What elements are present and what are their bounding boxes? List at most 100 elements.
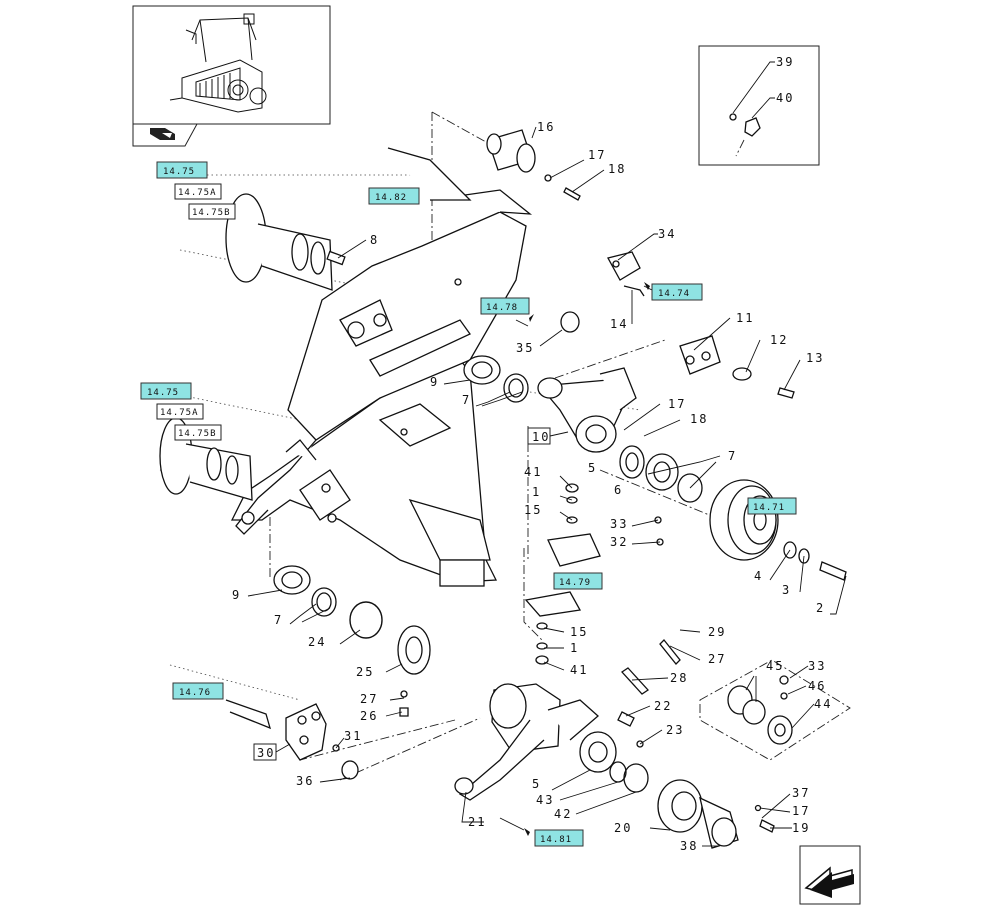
callout-7b: 7 bbox=[728, 449, 737, 463]
callout-15b: 15 bbox=[570, 625, 588, 639]
callout-13: 13 bbox=[806, 351, 824, 365]
svg-text:10: 10 bbox=[532, 430, 550, 444]
callout-26: 26 bbox=[360, 709, 378, 723]
rings-42-43 bbox=[609, 761, 649, 793]
callout-2: 2 bbox=[816, 601, 825, 615]
svg-text:14.78: 14.78 bbox=[486, 303, 518, 313]
svg-text:14.75: 14.75 bbox=[147, 388, 179, 398]
callout-3: 3 bbox=[782, 583, 791, 597]
ref-14-75a-upper[interactable]: 14.75A bbox=[174, 183, 222, 200]
ref-14-81[interactable]: 14.81 bbox=[524, 828, 584, 847]
callout-6: 6 bbox=[614, 483, 623, 497]
callout-21: 21 bbox=[468, 815, 486, 829]
callout-20: 20 bbox=[614, 821, 632, 835]
washers-2-3-4 bbox=[783, 541, 847, 581]
ref-14-74[interactable]: 14.74 bbox=[644, 282, 703, 301]
callout-1: 1 bbox=[532, 485, 541, 499]
svg-text:30: 30 bbox=[257, 746, 275, 760]
boxed-callout-10: 10 bbox=[527, 427, 569, 445]
pulley-drum bbox=[709, 479, 779, 561]
part-30-bracket bbox=[225, 699, 359, 780]
part-17-18-bolt bbox=[544, 174, 581, 201]
ref-14-75b-upper[interactable]: 14.75B bbox=[188, 203, 236, 220]
arm-assembly-upper bbox=[537, 311, 637, 453]
callout-31: 31 bbox=[344, 729, 362, 743]
callout-32: 32 bbox=[610, 535, 628, 549]
callout-37: 37 bbox=[792, 786, 810, 800]
callout-9: 9 bbox=[430, 375, 439, 389]
callout-5: 5 bbox=[588, 461, 597, 475]
part-12-13 bbox=[732, 367, 795, 399]
ref-14-82[interactable]: 14.82 bbox=[368, 187, 420, 205]
svg-text:14.74: 14.74 bbox=[658, 289, 690, 299]
part-34-plate bbox=[607, 251, 645, 297]
callout-5b: 5 bbox=[532, 777, 541, 791]
ref-14-75-upper[interactable]: 14.75 bbox=[156, 161, 208, 179]
svg-text:14.82: 14.82 bbox=[375, 193, 407, 203]
callout-17c: 17 bbox=[792, 804, 810, 818]
callout-7: 7 bbox=[462, 393, 471, 407]
svg-text:14.75B: 14.75B bbox=[192, 208, 231, 218]
callout-8: 8 bbox=[370, 233, 379, 247]
svg-text:14.75: 14.75 bbox=[163, 167, 195, 177]
callout-36: 36 bbox=[296, 774, 314, 788]
prev-page-arrow-icon bbox=[804, 866, 854, 898]
part-16-pin bbox=[486, 129, 536, 173]
callout-15: 15 bbox=[524, 503, 542, 517]
callout-43: 43 bbox=[536, 793, 554, 807]
callout-14: 14 bbox=[610, 317, 628, 331]
ring-24 bbox=[349, 601, 383, 639]
callout-42: 42 bbox=[554, 807, 572, 821]
ref-14-78[interactable]: 14.78 bbox=[480, 297, 534, 322]
arm-assembly-lower bbox=[454, 639, 681, 801]
callout-45: 45 bbox=[766, 659, 784, 673]
middle-bracket bbox=[524, 533, 601, 665]
callout-27: 27 bbox=[360, 692, 378, 706]
callout-41: 41 bbox=[524, 465, 542, 479]
part-20-38 bbox=[657, 779, 739, 849]
callout-7c: 7 bbox=[274, 613, 283, 627]
callout-9b: 9 bbox=[232, 588, 241, 602]
book-arrow-icon bbox=[150, 128, 175, 140]
svg-text:14.75B: 14.75B bbox=[178, 429, 217, 439]
callout-27b: 27 bbox=[708, 652, 726, 666]
nav-back-button[interactable] bbox=[132, 123, 198, 147]
callout-35: 35 bbox=[516, 341, 534, 355]
callout-19: 19 bbox=[792, 821, 810, 835]
bearing-6-and-rings bbox=[619, 445, 703, 503]
ref-14-71[interactable]: 14.71 bbox=[747, 497, 797, 515]
detail-box-39-40: 39 40 bbox=[698, 45, 820, 166]
callout-4: 4 bbox=[754, 569, 763, 583]
svg-text:14.76: 14.76 bbox=[179, 688, 211, 698]
callouts: 16 17 18 8 9 7 35 34 14 11 12 13 17 18 7… bbox=[232, 120, 830, 853]
right-parts-44-45-46 bbox=[727, 675, 793, 833]
callout-1b: 1 bbox=[570, 641, 579, 655]
ref-14-76[interactable]: 14.76 bbox=[172, 682, 224, 700]
prev-page-button[interactable] bbox=[799, 845, 861, 905]
ref-14-79[interactable]: 14.79 bbox=[553, 572, 603, 590]
callout-46: 46 bbox=[808, 679, 826, 693]
upper-shaft bbox=[225, 193, 346, 291]
boxed-callout-30: 30 bbox=[253, 743, 291, 761]
svg-text:14.71: 14.71 bbox=[753, 503, 785, 513]
bearing-9-lower bbox=[273, 565, 337, 617]
ref-14-75b-lower[interactable]: 14.75B bbox=[174, 424, 222, 441]
callout-29: 29 bbox=[708, 625, 726, 639]
callout-12: 12 bbox=[770, 333, 788, 347]
callout-23: 23 bbox=[666, 723, 684, 737]
callout-17b: 17 bbox=[668, 397, 686, 411]
leader-lines bbox=[187, 126, 847, 847]
main-frame bbox=[230, 147, 533, 587]
ref-14-75-lower[interactable]: 14.75 bbox=[140, 382, 192, 400]
part-11-block bbox=[679, 335, 721, 375]
svg-text:14.79: 14.79 bbox=[559, 578, 591, 588]
ref-14-75a-lower[interactable]: 14.75A bbox=[156, 403, 204, 420]
callout-33: 33 bbox=[610, 517, 628, 531]
callout-24: 24 bbox=[308, 635, 326, 649]
locator-thumbnail[interactable] bbox=[132, 5, 331, 125]
callout-16: 16 bbox=[537, 120, 555, 134]
callout-41b: 41 bbox=[570, 663, 588, 677]
callout-18b: 18 bbox=[690, 412, 708, 426]
